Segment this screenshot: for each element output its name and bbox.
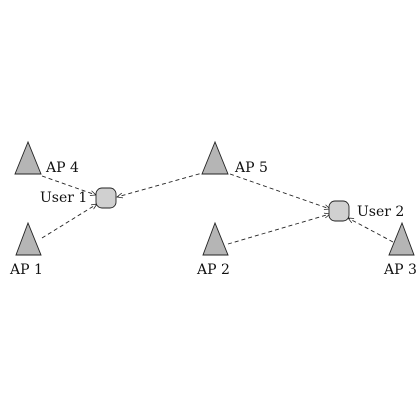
ap-label: AP 3 (383, 262, 417, 278)
ap-label: AP 5 (234, 160, 268, 176)
user-icon (95, 187, 117, 209)
links-layer (41, 169, 394, 245)
link-ap1-user1 (41, 204, 97, 239)
user-icon (328, 200, 350, 222)
user-label: User 2 (357, 204, 404, 220)
access-point-ap3: AP 3 (383, 221, 417, 278)
user-node-user1: User 1 (40, 187, 117, 209)
access-point-ap1: AP 1 (9, 221, 43, 278)
access-point-ap4: AP 4 (14, 140, 79, 176)
access-point-icon (201, 140, 229, 175)
ap-label: AP 1 (9, 262, 43, 278)
access-point-icon (15, 221, 42, 256)
ap-label: AP 4 (45, 160, 79, 176)
access-point-ap5: AP 5 (201, 140, 268, 176)
access-point-icon (202, 221, 229, 256)
access-point-icon (14, 140, 42, 175)
ap-label: AP 2 (196, 262, 230, 278)
link-ap3-user2 (348, 218, 394, 243)
link-ap5-user2 (229, 173, 330, 209)
access-point-icon (388, 221, 415, 256)
link-ap5-user1 (117, 169, 214, 197)
link-ap2-user2 (227, 214, 330, 245)
link-ap4-user1 (41, 175, 96, 195)
user-node-user2: User 2 (328, 200, 404, 222)
access-point-ap2: AP 2 (196, 221, 230, 278)
user-label: User 1 (40, 190, 87, 206)
